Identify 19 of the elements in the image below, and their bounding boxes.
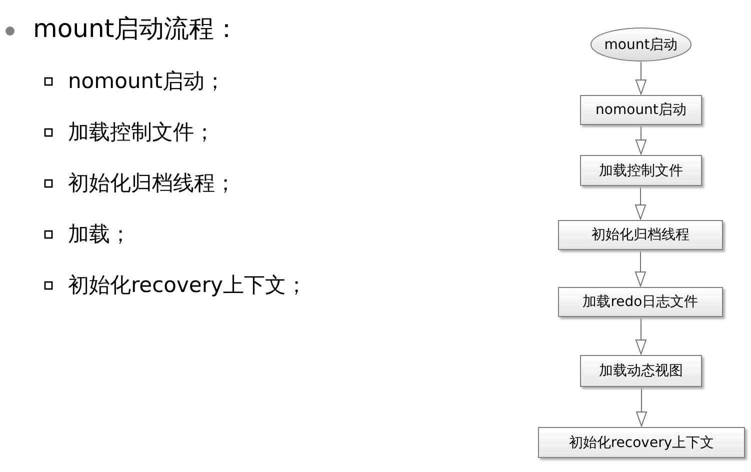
list-item: nomount启动；	[68, 68, 226, 95]
list-item: 加载控制文件；	[68, 119, 215, 146]
process-box: nomount启动	[580, 95, 702, 125]
process-box: 加载控制文件	[580, 155, 702, 186]
arrow	[636, 62, 646, 94]
arrow	[635, 186, 646, 220]
process-box: 加载动态视图	[580, 355, 702, 387]
arrow	[636, 316, 646, 354]
list-item: 加载；	[68, 221, 131, 248]
list-item: 初始化recovery上下文；	[68, 272, 307, 299]
process-box: 初始化归档线程	[558, 220, 723, 250]
arrow	[636, 386, 647, 426]
heading: mount启动流程：	[33, 13, 240, 45]
arrow	[635, 250, 646, 286]
process-box: 加载redo日志文件	[558, 287, 723, 317]
start-ellipse: mount启动	[590, 27, 692, 62]
list-item: 初始化归档线程；	[68, 170, 236, 197]
arrow	[636, 124, 646, 154]
process-box: 初始化recovery上下文	[538, 427, 745, 458]
